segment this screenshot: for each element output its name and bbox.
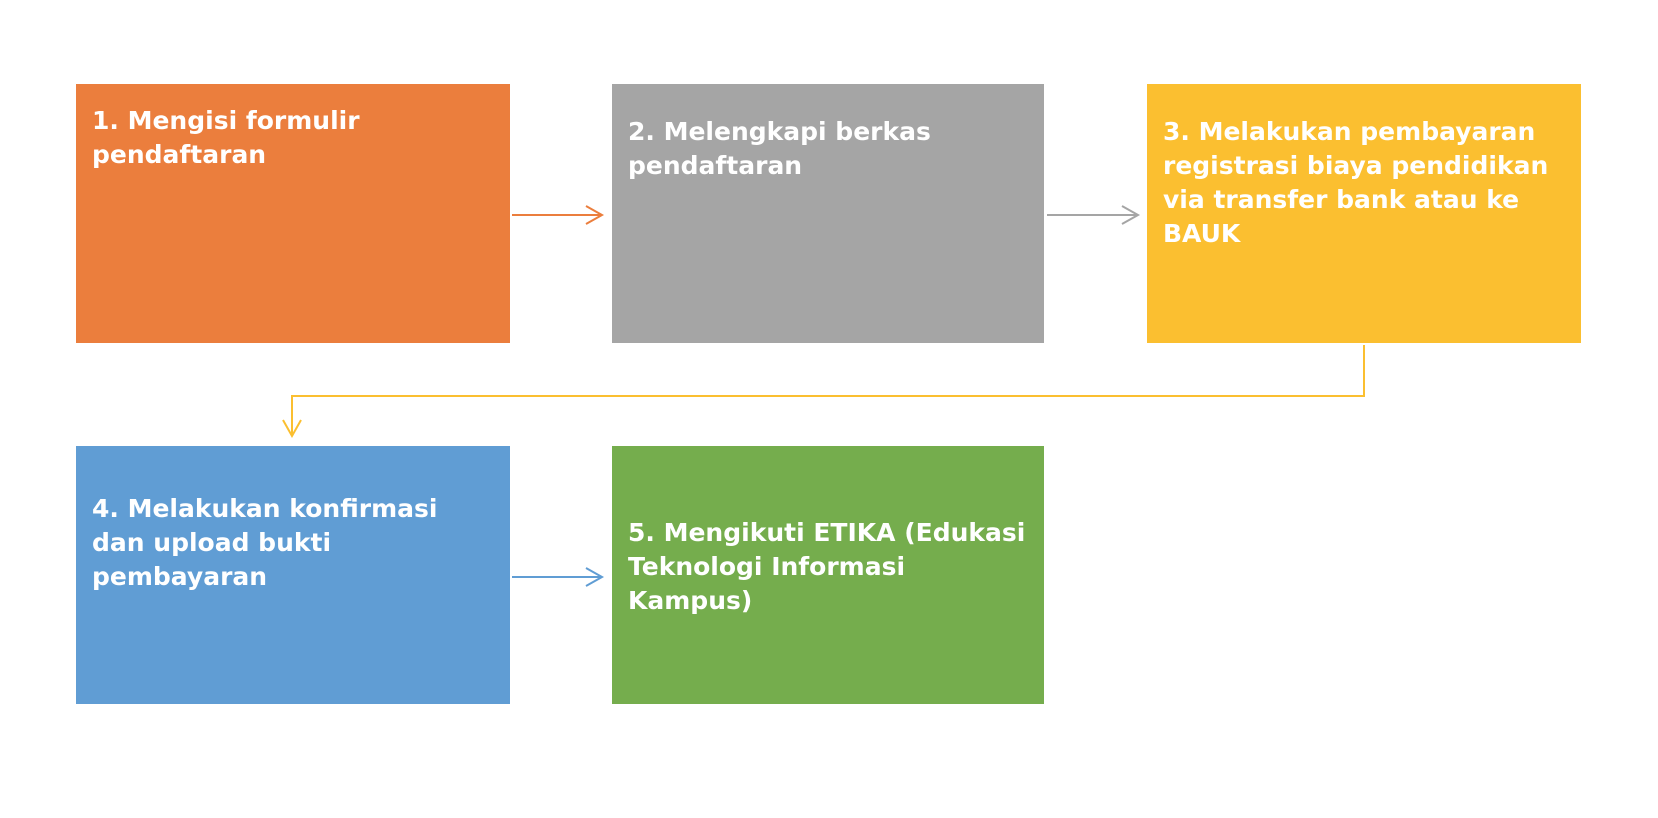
arrow-1-to-2 <box>512 205 605 225</box>
arrow-3-to-4 <box>282 345 1365 439</box>
step-3-box: 3. Melakukan pembayaran registrasi biaya… <box>1147 84 1581 343</box>
step-2-label: 2. Melengkapi berkas pendaftaran <box>628 117 931 180</box>
step-4-label: 4. Melakukan konfirmasi dan upload bukti… <box>92 494 438 591</box>
step-2-box: 2. Melengkapi berkas pendaftaran <box>612 84 1044 343</box>
step-3-label: 3. Melakukan pembayaran registrasi biaya… <box>1163 117 1549 248</box>
step-1-box: 1. Mengisi formulir pendaftaran <box>76 84 510 343</box>
arrow-4-to-5 <box>512 567 605 587</box>
arrow-2-to-3 <box>1047 205 1141 225</box>
step-1-label: 1. Mengisi formulir pendaftaran <box>92 106 360 169</box>
step-5-box: 5. Mengikuti ETIKA (Edukasi Teknologi In… <box>612 446 1044 704</box>
step-5-label: 5. Mengikuti ETIKA (Edukasi Teknologi In… <box>628 518 1026 615</box>
step-4-box: 4. Melakukan konfirmasi dan upload bukti… <box>76 446 510 704</box>
